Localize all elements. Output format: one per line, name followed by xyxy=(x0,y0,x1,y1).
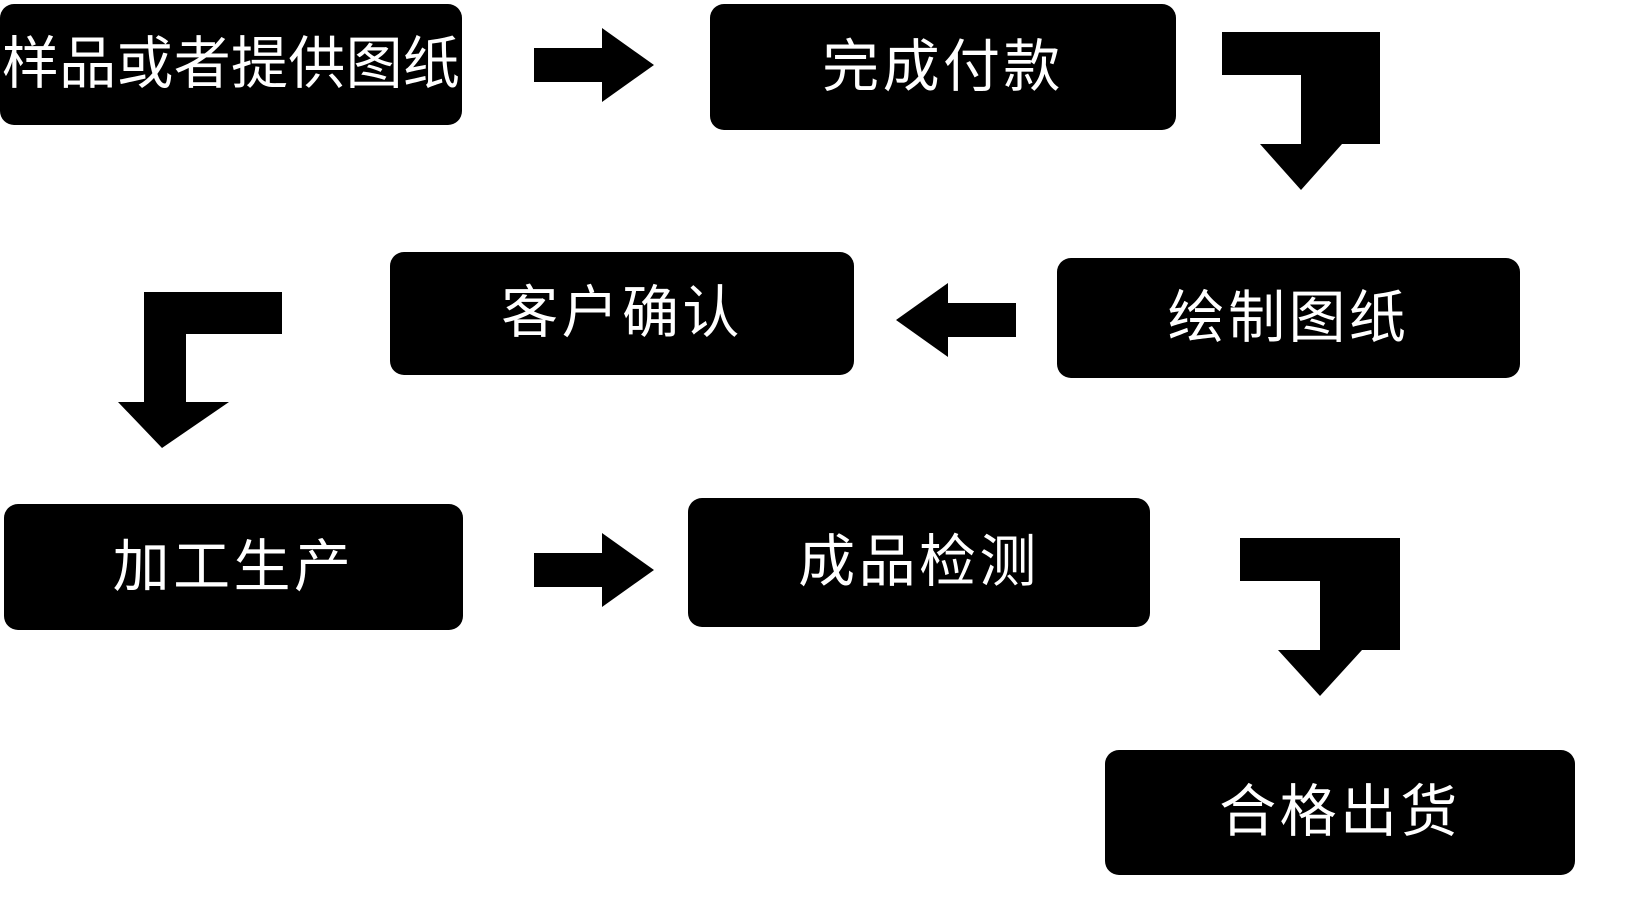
flow-node-inspect[interactable]: 成品检测 xyxy=(688,498,1150,627)
flow-node-label: 绘制图纸 xyxy=(1167,284,1410,351)
flow-node-label: 完成付款 xyxy=(822,33,1064,100)
flow-node-label: 加工生产 xyxy=(112,533,355,600)
arrow-elbow-right-down-icon xyxy=(1240,538,1400,696)
arrow-right-icon xyxy=(534,28,654,102)
flow-node-payment[interactable]: 完成付款 xyxy=(710,4,1176,130)
arrow-elbow-right-down-icon xyxy=(1222,32,1380,190)
flow-node-label: 样品或者提供图纸 xyxy=(1,31,461,97)
flow-node-sample[interactable]: 样品或者提供图纸 xyxy=(0,4,462,125)
flow-node-ship[interactable]: 合格出货 xyxy=(1105,750,1575,875)
arrow-left-icon xyxy=(896,283,1016,357)
flow-node-label: 合格出货 xyxy=(1219,779,1461,845)
flow-node-label: 成品检测 xyxy=(798,529,1040,595)
arrow-elbow-left-down-icon xyxy=(118,292,282,448)
arrow-right-icon xyxy=(534,533,654,607)
flow-node-produce[interactable]: 加工生产 xyxy=(4,504,463,630)
flow-node-draw[interactable]: 绘制图纸 xyxy=(1057,258,1520,378)
flow-node-label: 客户确认 xyxy=(501,280,743,346)
flow-node-confirm[interactable]: 客户确认 xyxy=(390,252,854,375)
